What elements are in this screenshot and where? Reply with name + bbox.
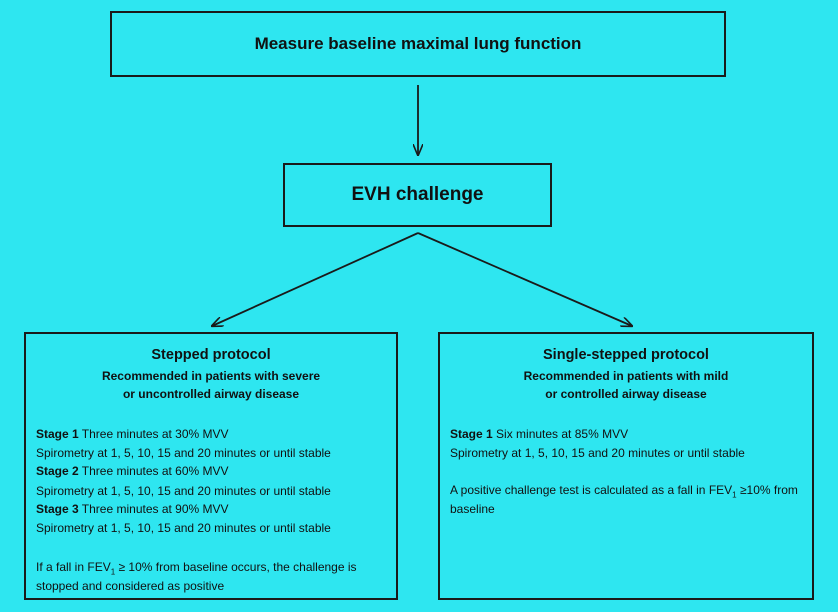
single-spirometry1: Spirometry at 1, 5, 10, 15 and 20 minute… <box>450 446 745 460</box>
baseline-lung-function-box: Measure baseline maximal lung function <box>110 11 726 77</box>
stepped-protocol-box: Stepped protocol Recommended in patients… <box>24 332 398 600</box>
single-title: Single-stepped protocol <box>543 347 709 363</box>
single-stepped-protocol-box: Single-stepped protocol Recommended in p… <box>438 332 814 600</box>
stepped-spirometry1: Spirometry at 1, 5, 10, 15 and 20 minute… <box>36 446 331 460</box>
stage3-label: Stage 3 <box>36 502 79 516</box>
stepped-stage3: Stage 3 Three minutes at 90% MVV <box>36 502 229 516</box>
single-stage1: Stage 1 Six minutes at 85% MVV <box>450 427 628 441</box>
stepped-recommendation-line2: or uncontrolled airway disease <box>122 387 300 401</box>
stage2-label: Stage 2 <box>36 464 79 478</box>
single-recommendation-line2: or controlled airway disease <box>545 387 707 401</box>
arrow-evh-to-single <box>417 232 632 326</box>
stepped-recommendation: Recommended in patients with severe or u… <box>26 367 396 403</box>
evh-challenge-box: EVH challenge <box>283 163 552 227</box>
baseline-label: Measure baseline maximal lung function <box>254 34 582 53</box>
single-stage1-label: Stage 1 <box>450 427 493 441</box>
stepped-recommendation-line1: Recommended in patients with severe <box>101 369 321 383</box>
single-stage1-text: Six minutes at 85% MVV <box>492 427 629 441</box>
stage2-text: Three minutes at 60% MVV <box>78 464 229 478</box>
stepped-positive-note: If a fall in FEV1 ≥ 10% from baseline oc… <box>36 560 357 594</box>
single-positive-note: A positive challenge test is calculated … <box>450 483 798 517</box>
stepped-title: Stepped protocol <box>151 347 271 363</box>
evh-label: EVH challenge <box>351 184 484 205</box>
stage1-text: Three minutes at 30% MVV <box>78 427 229 441</box>
stage1-label: Stage 1 <box>36 427 79 441</box>
single-recommendation: Recommended in patients with mild or con… <box>440 367 812 403</box>
arrow-evh-to-stepped <box>212 232 419 326</box>
stage3-text: Three minutes at 90% MVV <box>78 502 229 516</box>
stepped-spirometry2: Spirometry at 1, 5, 10, 15 and 20 minute… <box>36 484 331 498</box>
stepped-stage2: Stage 2 Three minutes at 60% MVV <box>36 464 229 478</box>
stepped-spirometry3: Spirometry at 1, 5, 10, 15 and 20 minute… <box>36 521 331 535</box>
single-recommendation-line1: Recommended in patients with mild <box>523 369 729 383</box>
stepped-stage1: Stage 1 Three minutes at 30% MVV <box>36 427 229 441</box>
